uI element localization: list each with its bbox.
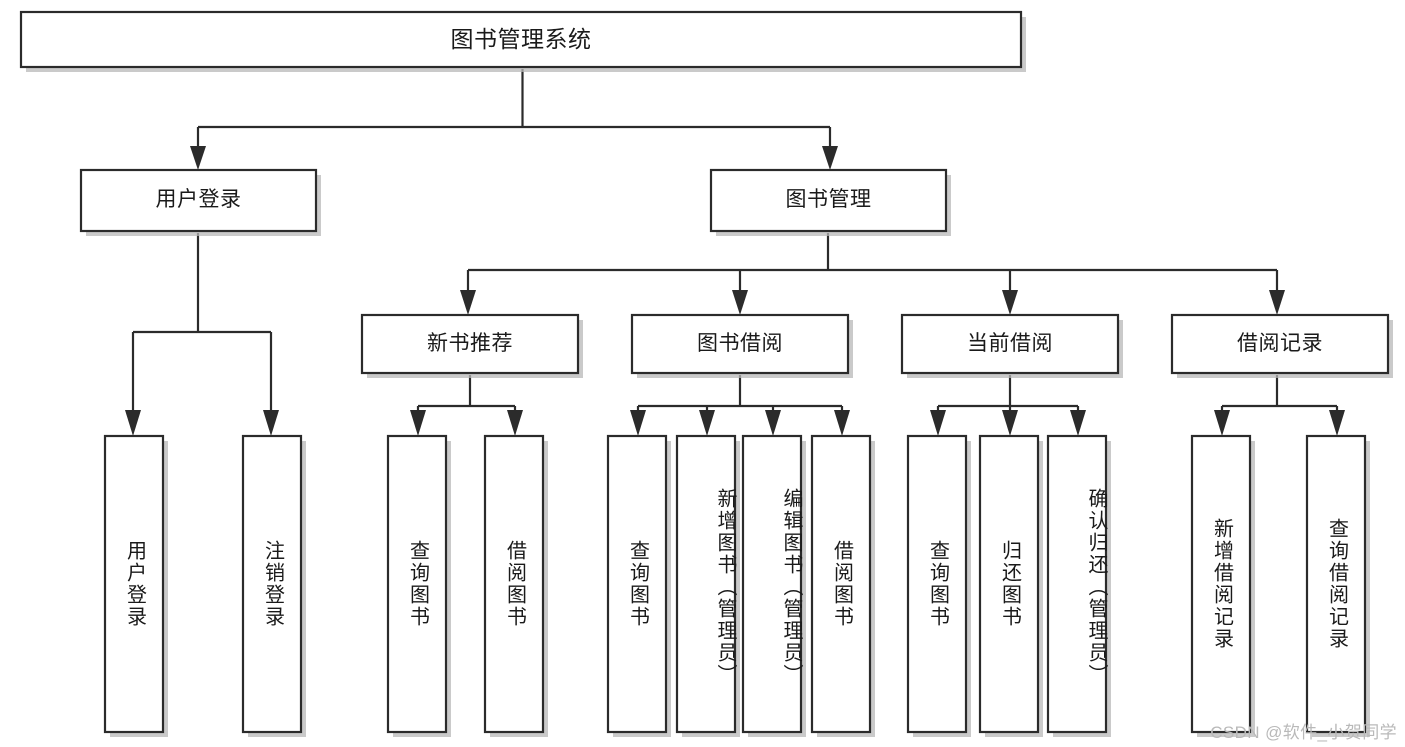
node-box-book-borrow[interactable] <box>630 313 850 375</box>
node-box-book-manage[interactable] <box>709 168 948 233</box>
arrow-root-to-user-login <box>190 146 206 170</box>
arrow-newbook-leaf-1 <box>410 410 426 436</box>
arrow-borrowrecord-leaf-1 <box>1214 410 1230 436</box>
node-leaf-confirm-return[interactable] <box>1048 436 1106 732</box>
node-box-leaf-edit-book[interactable] <box>741 434 803 734</box>
node-leaf-edit-book[interactable] <box>743 436 801 732</box>
node-leaf-user-logout[interactable] <box>243 436 301 732</box>
arrow-userlogin-leaf-2 <box>263 410 279 436</box>
connector-layer <box>125 69 1345 436</box>
node-book-borrow[interactable] <box>632 315 848 373</box>
edge-root-to-level1-trunk <box>196 69 832 152</box>
arrow-bookmanage-to-current-borrow <box>1002 290 1018 315</box>
arrow-bookborrow-leaf-4 <box>834 410 850 436</box>
node-box-leaf-confirm-return[interactable] <box>1046 434 1108 734</box>
node-box-leaf-borrow-book-2[interactable] <box>810 434 872 734</box>
node-leaf-query-book-1[interactable] <box>388 436 446 732</box>
node-box-leaf-user-login[interactable] <box>103 434 165 734</box>
arrow-currentborrow-leaf-2 <box>1002 410 1018 436</box>
node-box-leaf-add-book[interactable] <box>675 434 737 734</box>
node-leaf-borrow-book-1[interactable] <box>485 436 543 732</box>
node-leaf-borrow-book-2[interactable] <box>812 436 870 732</box>
node-book-manage[interactable] <box>711 170 946 231</box>
node-leaf-query-book-2[interactable] <box>608 436 666 732</box>
edge-currentborrow-trunk <box>936 375 1080 414</box>
watermark-text: CSDN @软件_小贺同学 <box>1210 723 1397 742</box>
arrow-bookborrow-leaf-3 <box>765 410 781 436</box>
arrow-userlogin-leaf-1 <box>125 410 141 436</box>
node-box-leaf-query-record[interactable] <box>1305 434 1367 734</box>
node-user-login[interactable] <box>81 170 316 231</box>
edge-borrowrecord-trunk <box>1220 375 1339 414</box>
node-current-borrow[interactable] <box>902 315 1118 373</box>
arrow-root-to-book-manage <box>822 146 838 170</box>
edge-newbook-trunk <box>416 375 517 414</box>
node-box-root[interactable] <box>19 10 1023 69</box>
node-box-new-book-recommend[interactable] <box>360 313 580 375</box>
node-box-leaf-query-book-1[interactable] <box>386 434 448 734</box>
arrow-newbook-leaf-2 <box>507 410 523 436</box>
arrow-bookmanage-to-book-borrow <box>732 290 748 315</box>
node-leaf-user-login[interactable] <box>105 436 163 732</box>
node-box-leaf-borrow-book-1[interactable] <box>483 434 545 734</box>
node-leaf-return-book[interactable] <box>980 436 1038 732</box>
node-leaf-add-record[interactable] <box>1192 436 1250 732</box>
edge-bookborrow-trunk <box>636 375 844 414</box>
node-box-leaf-query-book-2[interactable] <box>606 434 668 734</box>
node-box-borrow-record[interactable] <box>1170 313 1390 375</box>
arrow-bookborrow-leaf-2 <box>699 410 715 436</box>
arrow-borrowrecord-leaf-2 <box>1329 410 1345 436</box>
node-leaf-query-record[interactable] <box>1307 436 1365 732</box>
node-leaf-add-book[interactable] <box>677 436 735 732</box>
box-layer <box>19 10 1390 734</box>
node-root[interactable] <box>21 12 1021 67</box>
node-leaf-query-book-3[interactable] <box>908 436 966 732</box>
node-borrow-record[interactable] <box>1172 315 1388 373</box>
arrow-bookmanage-to-new-book <box>460 290 476 315</box>
node-box-leaf-query-book-3[interactable] <box>906 434 968 734</box>
node-box-leaf-user-logout[interactable] <box>241 434 303 734</box>
node-box-current-borrow[interactable] <box>900 313 1120 375</box>
arrow-bookborrow-leaf-1 <box>630 410 646 436</box>
arrow-bookmanage-to-borrow-record <box>1269 290 1285 315</box>
arrow-currentborrow-leaf-1 <box>930 410 946 436</box>
node-box-user-login[interactable] <box>79 168 318 233</box>
arrow-currentborrow-leaf-3 <box>1070 410 1086 436</box>
node-new-book-recommend[interactable] <box>362 315 578 373</box>
edge-bookmanage-trunk <box>466 233 1279 292</box>
node-box-leaf-add-record[interactable] <box>1190 434 1252 734</box>
node-box-leaf-return-book[interactable] <box>978 434 1040 734</box>
edge-userlogin-trunk <box>131 233 273 412</box>
